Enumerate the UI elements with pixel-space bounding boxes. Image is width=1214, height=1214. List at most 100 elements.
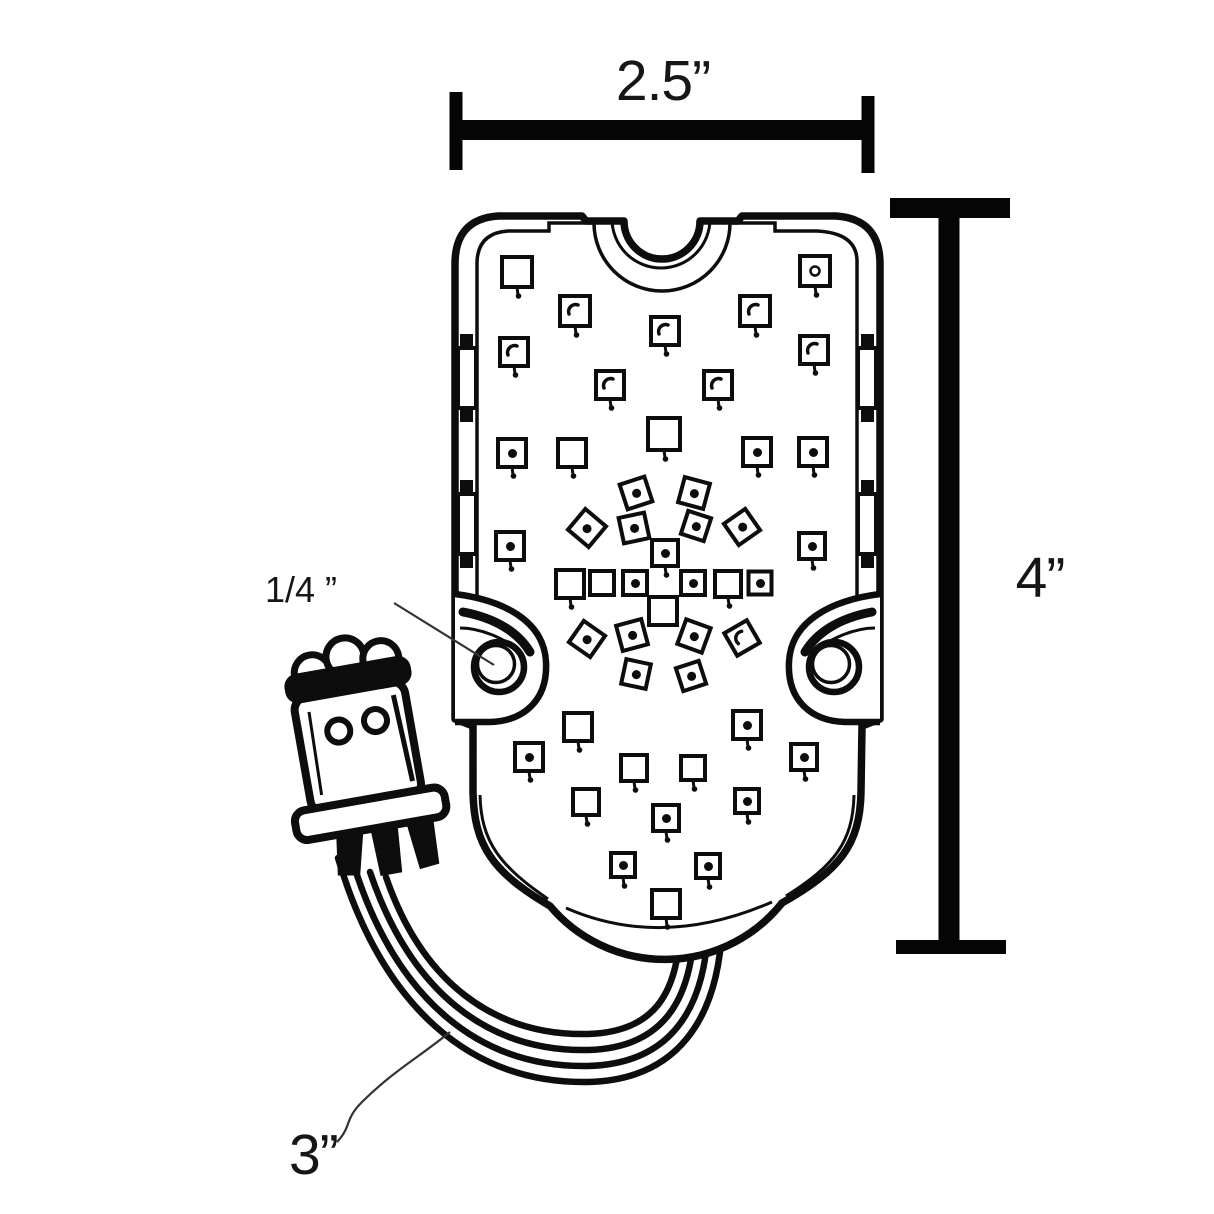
connector-plug bbox=[284, 634, 451, 877]
right-mounting-hole-inner bbox=[810, 643, 852, 685]
hole-diameter-label: 1/4 ” bbox=[265, 569, 337, 610]
led-dot bbox=[621, 569, 649, 597]
label-hole-diameter: 1/4 ” bbox=[265, 569, 495, 666]
plug-pin-dot bbox=[360, 706, 390, 736]
edge-tab bbox=[856, 346, 878, 410]
led-dot bbox=[618, 656, 654, 692]
wire-line bbox=[350, 862, 712, 1070]
led-dot bbox=[733, 787, 761, 825]
led-dot bbox=[673, 658, 709, 694]
edge-tab-block bbox=[460, 334, 473, 350]
led-dot bbox=[651, 803, 681, 843]
led-arc bbox=[594, 369, 626, 411]
led-arc bbox=[702, 369, 734, 411]
plug-pin-dot bbox=[324, 716, 354, 746]
led-arc bbox=[721, 617, 763, 659]
led-plain bbox=[679, 754, 707, 792]
edge-tab bbox=[456, 492, 478, 556]
circuit-board bbox=[451, 212, 884, 964]
led-dot bbox=[731, 709, 763, 751]
led-arc bbox=[498, 336, 530, 378]
bottom-inner-line-left bbox=[478, 794, 549, 901]
plug-prong bbox=[405, 814, 440, 870]
edge-tab bbox=[456, 346, 478, 410]
left-mounting-hole bbox=[470, 638, 528, 696]
led-array bbox=[494, 254, 832, 930]
led-dot bbox=[675, 474, 713, 512]
led-plain bbox=[619, 753, 649, 793]
dimension-height bbox=[890, 198, 1010, 954]
plug-prong bbox=[336, 826, 364, 876]
led-dot bbox=[789, 742, 819, 782]
led-arc bbox=[738, 294, 772, 338]
edge-tab-block bbox=[861, 406, 874, 422]
led-plain bbox=[500, 255, 534, 299]
label-wire-length: 3” bbox=[289, 1031, 451, 1187]
right-ear-crescent bbox=[800, 607, 877, 657]
plug-body-edge bbox=[390, 694, 416, 782]
led-dot bbox=[679, 569, 707, 597]
led-dot bbox=[494, 530, 526, 572]
right-mounting-hole bbox=[805, 638, 863, 696]
wire-leader-line bbox=[336, 1031, 451, 1143]
led-dot bbox=[496, 437, 528, 479]
left-mounting-hole-inner bbox=[475, 643, 517, 685]
wire-length-label: 3” bbox=[289, 1123, 338, 1187]
led-plain bbox=[588, 569, 616, 597]
wire-line bbox=[334, 854, 726, 1086]
edge-tab-block bbox=[460, 406, 473, 422]
led-plain bbox=[556, 437, 588, 479]
led-dot bbox=[721, 506, 763, 548]
edge-tab-block bbox=[861, 480, 874, 496]
led-dot bbox=[674, 616, 714, 656]
led-dot bbox=[678, 508, 714, 544]
bottom-inner-line-right bbox=[785, 794, 856, 898]
led-dot bbox=[609, 851, 637, 889]
plug-prong bbox=[369, 820, 403, 877]
wire-line bbox=[366, 868, 698, 1054]
led-dot bbox=[617, 474, 655, 512]
led-dot bbox=[566, 618, 608, 660]
led-plain bbox=[647, 595, 679, 627]
width-dimension-label: 2.5” bbox=[616, 49, 710, 113]
led-ring bbox=[798, 254, 832, 298]
height-dimension-label: 4” bbox=[1016, 546, 1065, 610]
hole-leader-line bbox=[393, 602, 495, 666]
led-plain bbox=[571, 787, 601, 827]
edge-tabs bbox=[456, 334, 878, 568]
edge-tab-block bbox=[460, 480, 473, 496]
led-arc bbox=[649, 315, 681, 357]
led-plain bbox=[650, 888, 682, 930]
led-dot bbox=[613, 616, 651, 654]
wire-bundle bbox=[334, 854, 726, 1086]
plug-top-band bbox=[284, 655, 412, 704]
edge-tab-block bbox=[861, 552, 874, 568]
left-ear-crescent bbox=[458, 607, 535, 657]
led-plain bbox=[646, 416, 682, 462]
edge-tab-block bbox=[460, 552, 473, 568]
dimension-width bbox=[449, 92, 875, 173]
led-dot bbox=[513, 741, 545, 783]
led-dot bbox=[746, 569, 774, 597]
led-plain bbox=[554, 568, 586, 610]
led-dot bbox=[741, 436, 773, 478]
led-dot bbox=[650, 538, 680, 578]
mounting-ears bbox=[454, 590, 881, 726]
led-plain bbox=[713, 569, 743, 609]
led-dot bbox=[797, 436, 829, 478]
notch-inner-line bbox=[610, 218, 712, 270]
led-arc bbox=[798, 334, 830, 376]
edge-tab bbox=[856, 492, 878, 556]
led-arc bbox=[558, 294, 592, 338]
plug-flange bbox=[290, 783, 451, 845]
edge-tab-block bbox=[861, 334, 874, 350]
board-outline bbox=[451, 212, 884, 964]
led-plain bbox=[562, 711, 594, 753]
board-inner-outline bbox=[475, 221, 859, 612]
led-dot bbox=[694, 852, 722, 890]
plug-body-highlight bbox=[307, 711, 324, 796]
led-dot bbox=[616, 510, 652, 546]
led-dot bbox=[797, 531, 827, 571]
